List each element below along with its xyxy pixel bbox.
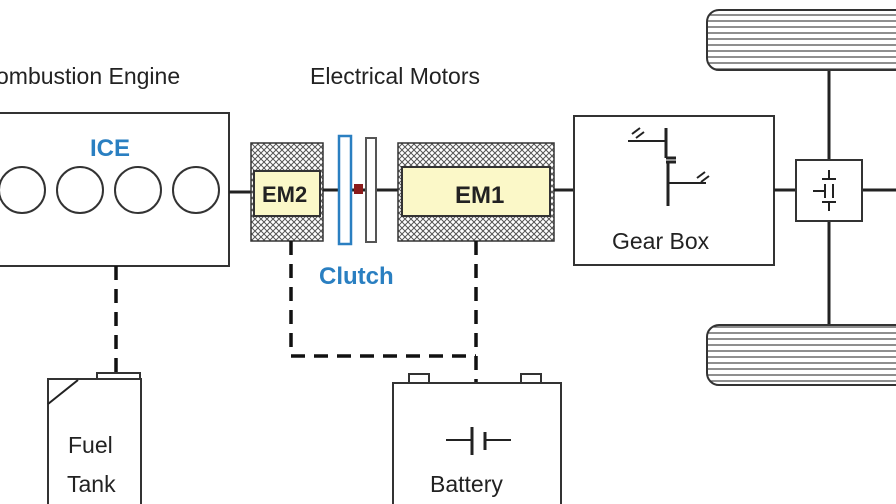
em1-label: EM1 — [455, 182, 504, 209]
wheel-top — [706, 9, 896, 71]
fuel-tank-label-line1: Fuel — [68, 432, 113, 458]
differential — [795, 159, 863, 222]
ice-label: ICE — [90, 135, 130, 162]
electrical-motors-heading: Electrical Motors — [310, 63, 480, 89]
clutch-engagement-marker — [354, 184, 363, 194]
battery-label: Battery — [430, 471, 503, 497]
cylinder — [56, 166, 104, 214]
fuel-tank: Fuel Tank — [47, 372, 142, 504]
gear-box-label: Gear Box — [612, 228, 710, 254]
wire-em2-battery — [289, 241, 476, 358]
differential-symbol-icon — [813, 170, 836, 211]
em1-block: EM1 — [397, 142, 555, 242]
gear-symbol-icon — [628, 127, 710, 206]
cylinder — [114, 166, 162, 214]
combustion-engine-heading: ombustion Engine — [0, 63, 180, 89]
cylinder — [0, 166, 46, 214]
battery-symbol-icon — [446, 427, 511, 455]
wheel-bottom — [706, 324, 896, 386]
fuel-tank-label-line2: Tank — [67, 471, 116, 497]
gear-box: Gear Box — [573, 115, 775, 266]
cylinder — [172, 166, 220, 214]
em2-label: EM2 — [262, 182, 307, 207]
battery: Battery — [392, 373, 562, 504]
clutch: Clutch — [319, 134, 394, 290]
fuel-tank-slant — [47, 379, 79, 405]
clutch-label: Clutch — [319, 263, 394, 290]
ice-block: ICE — [0, 112, 230, 267]
em2-block: EM2 — [250, 142, 324, 242]
